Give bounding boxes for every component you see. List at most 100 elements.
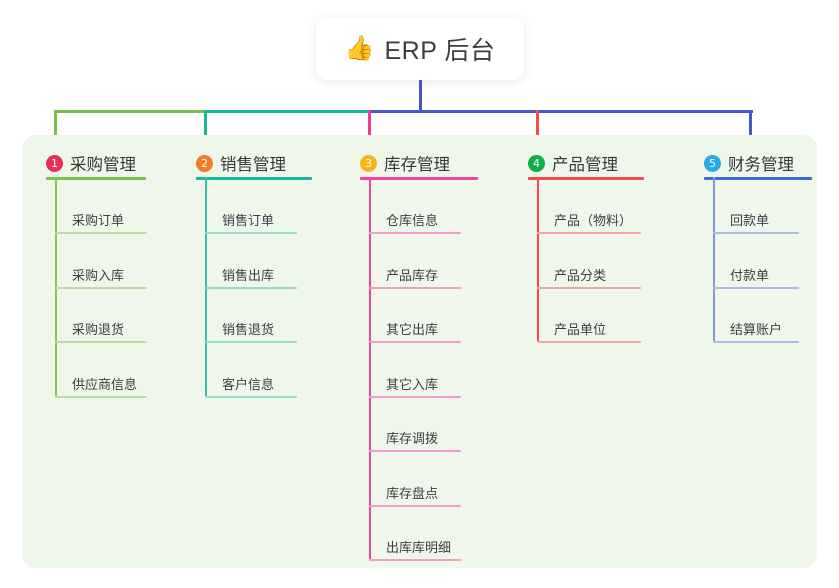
leaf-item[interactable]: 销售订单 bbox=[222, 210, 274, 230]
leaf-item-underline bbox=[205, 286, 297, 289]
column-header-1[interactable]: 1 采购管理 bbox=[46, 151, 136, 175]
leaf-item-label: 供应商信息 bbox=[72, 376, 138, 392]
leaf-item-underline bbox=[55, 395, 147, 398]
column-rail-5 bbox=[713, 177, 715, 341]
leaf-item[interactable]: 库存调拨 bbox=[386, 428, 438, 448]
leaf-item-label: 客户信息 bbox=[222, 376, 275, 392]
leaf-item-underline bbox=[369, 395, 461, 398]
leaf-item-underline bbox=[369, 450, 461, 452]
column-title-1: 采购管理 bbox=[70, 156, 136, 174]
leaf-item-label: 其它出库 bbox=[386, 322, 439, 337]
leaf-item-label: 出库库明细 bbox=[386, 540, 452, 555]
leaf-item[interactable]: 产品（物料） bbox=[554, 210, 632, 230]
leaf-item-label: 库存调拨 bbox=[386, 431, 439, 446]
column-title-3: 库存管理 bbox=[384, 156, 450, 174]
column-underline-2 bbox=[196, 177, 312, 180]
leaf-item-underline bbox=[537, 341, 641, 343]
column-header-2[interactable]: 2 销售管理 bbox=[196, 151, 286, 175]
column-rail-4 bbox=[537, 177, 539, 341]
leaf-item-label: 采购入库 bbox=[72, 267, 125, 283]
leaf-item-label: 销售订单 bbox=[222, 213, 275, 228]
root-stem bbox=[418, 80, 422, 112]
bus-drop-3 bbox=[368, 110, 371, 150]
leaf-item[interactable]: 销售出库 bbox=[222, 265, 274, 285]
leaf-item-underline bbox=[713, 232, 799, 234]
bus-segment-blue bbox=[369, 110, 753, 113]
column-rail-2 bbox=[205, 177, 207, 396]
leaf-item-underline bbox=[55, 232, 147, 234]
column-title-2: 销售管理 bbox=[220, 156, 286, 174]
leaf-item[interactable]: 销售退货 bbox=[222, 319, 274, 339]
leaf-item[interactable]: 其它入库 bbox=[386, 374, 438, 394]
leaf-item-label: 采购退货 bbox=[72, 322, 125, 337]
leaf-item[interactable]: 产品库存 bbox=[386, 265, 438, 285]
bus-drop-4 bbox=[536, 110, 539, 150]
leaf-item-underline bbox=[369, 504, 461, 507]
leaf-item-label: 产品分类 bbox=[554, 267, 607, 283]
bus-drop-2 bbox=[204, 110, 207, 150]
leaf-item-label: 产品（物料） bbox=[554, 213, 633, 228]
bus-drop-5 bbox=[749, 110, 752, 150]
leaf-item-label: 其它入库 bbox=[386, 376, 439, 392]
thumbs-up-icon: 👍 bbox=[344, 35, 375, 62]
leaf-item[interactable]: 采购退货 bbox=[72, 319, 124, 339]
leaf-item[interactable]: 仓库信息 bbox=[386, 210, 438, 230]
leaf-item-underline bbox=[205, 341, 297, 343]
column-header-5[interactable]: 5 财务管理 bbox=[704, 151, 794, 175]
leaf-item-label: 采购订单 bbox=[72, 213, 125, 228]
leaf-item-label: 付款单 bbox=[730, 267, 770, 283]
column-badge-4: 4 bbox=[528, 154, 545, 172]
leaf-item[interactable]: 付款单 bbox=[730, 265, 769, 285]
leaf-item-label: 库存盘点 bbox=[386, 485, 439, 501]
column-rail-3 bbox=[369, 177, 371, 559]
column-rail-1 bbox=[55, 177, 57, 396]
column-title-4: 产品管理 bbox=[552, 156, 618, 174]
leaf-item[interactable]: 回款单 bbox=[730, 210, 769, 230]
root-node-card[interactable]: 👍 ERP 后台 bbox=[316, 18, 524, 80]
modules-panel bbox=[22, 135, 817, 568]
leaf-item[interactable]: 其它出库 bbox=[386, 319, 438, 339]
column-header-4[interactable]: 4 产品管理 bbox=[528, 151, 618, 175]
leaf-item[interactable]: 结算账户 bbox=[730, 319, 782, 339]
leaf-item-label: 产品库存 bbox=[386, 267, 439, 283]
column-underline-5 bbox=[704, 177, 812, 180]
leaf-item-underline bbox=[55, 286, 147, 289]
leaf-item-underline bbox=[713, 286, 799, 289]
leaf-item-underline bbox=[537, 232, 641, 234]
column-badge-3: 3 bbox=[360, 154, 377, 172]
column-badge-1: 1 bbox=[46, 154, 63, 172]
leaf-item[interactable]: 库存盘点 bbox=[386, 483, 438, 503]
leaf-item-underline bbox=[537, 286, 641, 289]
leaf-item-label: 结算账户 bbox=[730, 322, 783, 337]
column-underline-1 bbox=[46, 177, 146, 180]
root-node-title: ERP 后台 bbox=[384, 37, 496, 65]
leaf-item[interactable]: 采购入库 bbox=[72, 265, 124, 285]
leaf-item-underline bbox=[369, 232, 461, 234]
leaf-item[interactable]: 采购订单 bbox=[72, 210, 124, 230]
leaf-item-underline bbox=[55, 341, 147, 343]
column-title-5: 财务管理 bbox=[728, 156, 794, 174]
leaf-item-underline bbox=[369, 341, 461, 343]
leaf-item-label: 回款单 bbox=[730, 213, 770, 228]
bus-segment-teal bbox=[205, 110, 371, 113]
leaf-item-label: 产品单位 bbox=[554, 322, 607, 337]
column-badge-5: 5 bbox=[704, 154, 721, 172]
leaf-item[interactable]: 产品单位 bbox=[554, 319, 606, 339]
leaf-item-underline bbox=[369, 286, 461, 289]
bus-segment-green bbox=[55, 110, 207, 113]
leaf-item-underline bbox=[205, 395, 297, 398]
leaf-item[interactable]: 供应商信息 bbox=[72, 374, 137, 394]
leaf-item[interactable]: 客户信息 bbox=[222, 374, 274, 394]
column-header-3[interactable]: 3 库存管理 bbox=[360, 151, 450, 175]
leaf-item[interactable]: 出库库明细 bbox=[386, 537, 451, 557]
leaf-item-underline bbox=[205, 232, 297, 234]
leaf-item-underline bbox=[713, 341, 799, 343]
column-underline-3 bbox=[360, 177, 478, 180]
bus-drop-1 bbox=[54, 110, 57, 150]
column-badge-2: 2 bbox=[196, 154, 213, 172]
leaf-item[interactable]: 产品分类 bbox=[554, 265, 606, 285]
column-underline-4 bbox=[528, 177, 644, 180]
leaf-item-label: 销售退货 bbox=[222, 322, 275, 337]
leaf-item-underline bbox=[369, 559, 461, 561]
